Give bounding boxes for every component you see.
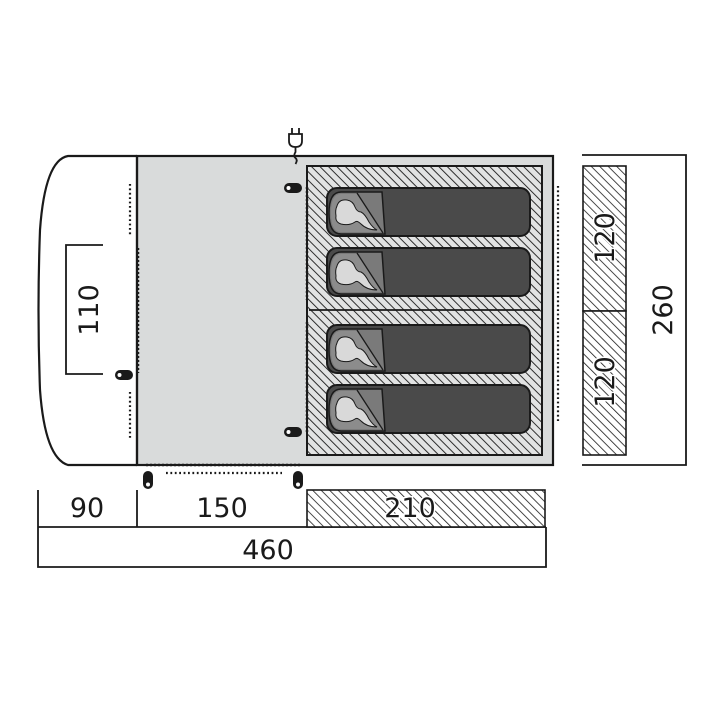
porch-depth-label: 90 xyxy=(70,493,104,524)
door-toggle-icon xyxy=(284,427,302,437)
bedroom-1-width-bar xyxy=(582,165,627,312)
sleeping-bag-icon xyxy=(326,247,531,297)
sleeping-bag-icon xyxy=(326,187,531,237)
total-width-bracket xyxy=(582,154,687,466)
door-toggle-icon xyxy=(115,370,133,380)
bedroom-depth-label: 210 xyxy=(384,493,436,524)
bedroom-depth-bar xyxy=(306,489,546,528)
door-toggle-icon xyxy=(284,183,302,193)
door-width-label: 110 xyxy=(74,284,105,336)
length-dimension-box xyxy=(37,490,547,568)
porch-outline xyxy=(37,154,137,467)
door-width-bracket xyxy=(65,244,103,375)
electric-plug-icon xyxy=(288,128,303,165)
bedroom-2-width-bar xyxy=(582,310,627,456)
sleeping-bag-icon xyxy=(326,324,531,374)
bedroom-2-width-label: 120 xyxy=(590,356,621,408)
total-width-label: 260 xyxy=(648,284,679,336)
total-length-label: 460 xyxy=(242,535,294,566)
door-toggle-icon xyxy=(293,471,303,489)
bedroom-1-width-label: 120 xyxy=(590,212,621,264)
door-toggle-icon xyxy=(143,471,153,489)
sleeping-bag-icon xyxy=(326,384,531,434)
window-dots xyxy=(128,184,560,475)
living-area-depth-label: 150 xyxy=(196,493,248,524)
